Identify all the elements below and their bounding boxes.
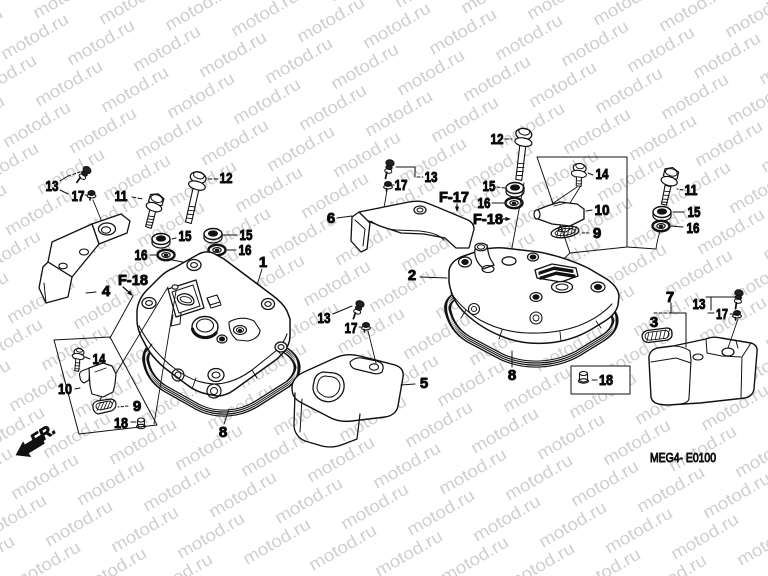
- svg-text:14: 14: [596, 166, 610, 183]
- svg-text:11: 11: [115, 188, 128, 205]
- svg-text:18: 18: [114, 415, 128, 432]
- svg-text:MEG4- E0100: MEG4- E0100: [650, 450, 716, 465]
- svg-text:8: 8: [219, 424, 227, 441]
- svg-text:F-17: F-17: [439, 189, 469, 206]
- svg-text:2: 2: [408, 267, 416, 284]
- svg-text:3: 3: [650, 314, 658, 331]
- svg-text:10: 10: [58, 381, 72, 398]
- svg-text:16: 16: [687, 220, 700, 237]
- svg-text:17: 17: [395, 177, 408, 194]
- svg-text:16: 16: [135, 247, 148, 264]
- svg-text:6: 6: [327, 210, 335, 227]
- svg-text:F-18: F-18: [473, 211, 503, 228]
- svg-text:5: 5: [420, 375, 428, 392]
- svg-text:15: 15: [483, 178, 496, 195]
- svg-text:8: 8: [508, 367, 516, 384]
- svg-text:13: 13: [318, 310, 331, 327]
- svg-text:12: 12: [220, 170, 233, 187]
- svg-text:11: 11: [685, 182, 698, 199]
- svg-text:1: 1: [259, 254, 267, 271]
- svg-text:12: 12: [491, 131, 504, 148]
- svg-text:4: 4: [102, 283, 111, 300]
- svg-text:13: 13: [46, 178, 59, 195]
- svg-text:17: 17: [72, 188, 85, 205]
- svg-text:16: 16: [478, 195, 491, 212]
- svg-text:9: 9: [593, 225, 601, 242]
- svg-text:7: 7: [666, 289, 674, 306]
- svg-text:15: 15: [179, 228, 192, 245]
- svg-text:10: 10: [595, 202, 610, 219]
- svg-text:F-18: F-18: [118, 272, 148, 289]
- svg-text:18: 18: [599, 372, 613, 389]
- svg-text:15: 15: [240, 227, 253, 244]
- svg-text:15: 15: [688, 204, 701, 221]
- svg-text:13: 13: [425, 169, 438, 186]
- svg-text:17: 17: [345, 320, 358, 337]
- svg-text:13: 13: [693, 296, 706, 313]
- svg-text:17: 17: [716, 306, 728, 323]
- svg-text:16: 16: [239, 242, 252, 259]
- svg-text:9: 9: [133, 398, 141, 415]
